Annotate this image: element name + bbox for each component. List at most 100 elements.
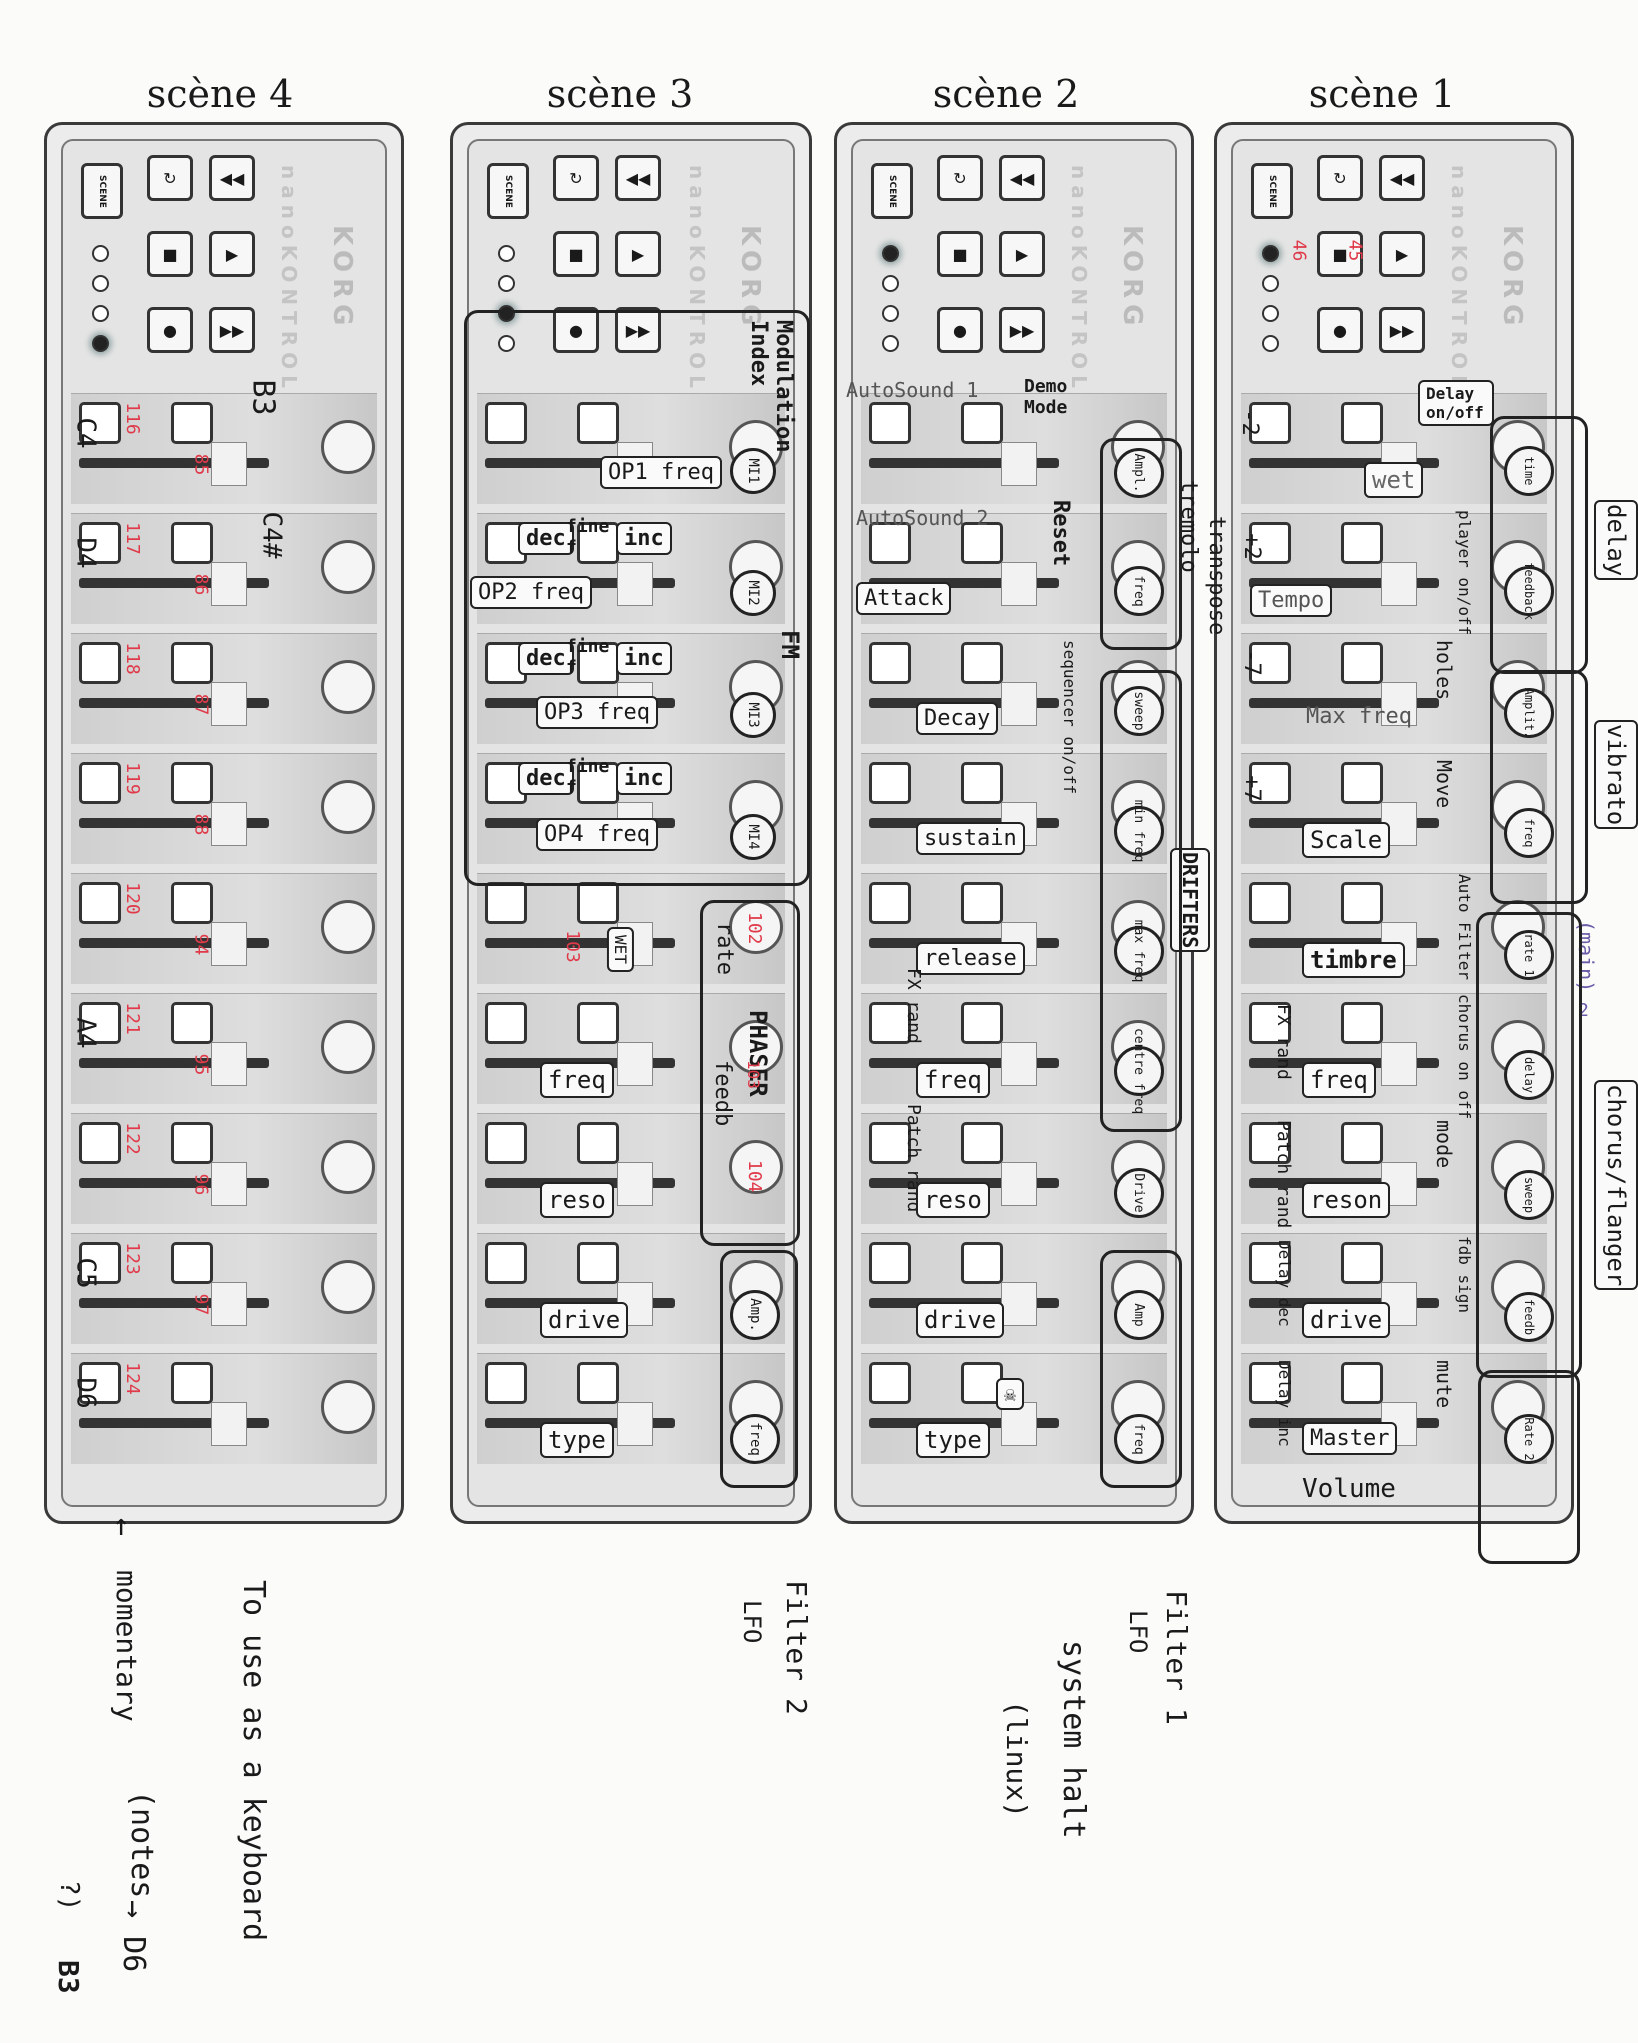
fader-handle[interactable]: [617, 1042, 653, 1086]
fader-handle[interactable]: [211, 1042, 247, 1086]
channel-knob[interactable]: [321, 1020, 375, 1074]
channel-button-a[interactable]: [79, 1122, 121, 1164]
transport-button-stop[interactable]: ■: [147, 231, 193, 277]
channel-button-a[interactable]: [869, 1362, 911, 1404]
channel-knob[interactable]: [321, 900, 375, 954]
fader-handle[interactable]: [211, 922, 247, 966]
channel-button-b[interactable]: [1341, 1122, 1383, 1164]
channel-button-a[interactable]: [79, 882, 121, 924]
transport-button-forward[interactable]: ▶▶: [1379, 307, 1425, 353]
fader-handle[interactable]: [617, 1402, 653, 1446]
transport-button-rewind[interactable]: ◀◀: [615, 155, 661, 201]
channel-button-a[interactable]: [79, 762, 121, 804]
channel-button-b[interactable]: [171, 642, 213, 684]
channel-button-a[interactable]: [869, 642, 911, 684]
channel-button-b[interactable]: [171, 882, 213, 924]
fader-handle[interactable]: [1001, 1162, 1037, 1206]
transport-button-forward[interactable]: ▶▶: [209, 307, 255, 353]
channel-button-a[interactable]: [485, 1362, 527, 1404]
channel-button-a[interactable]: [485, 1122, 527, 1164]
channel-button-a[interactable]: [869, 1242, 911, 1284]
transport-button-rewind[interactable]: ◀◀: [209, 155, 255, 201]
channel-knob[interactable]: [321, 1380, 375, 1434]
transport-button-play[interactable]: ▶: [1379, 231, 1425, 277]
transport-button-rewind[interactable]: ◀◀: [1379, 155, 1425, 201]
channel-button-b[interactable]: [171, 522, 213, 564]
transport-button-loop[interactable]: ↻: [147, 155, 193, 201]
fader-handle[interactable]: [211, 1162, 247, 1206]
channel-button-b[interactable]: [577, 1122, 619, 1164]
channel-knob[interactable]: [321, 540, 375, 594]
channel-button-a[interactable]: [485, 1002, 527, 1044]
channel-button-a[interactable]: [485, 882, 527, 924]
fader-handle[interactable]: [1001, 442, 1037, 486]
fader-handle[interactable]: [211, 442, 247, 486]
channel-button-b[interactable]: [961, 882, 1003, 924]
transport-button-record[interactable]: ●: [937, 307, 983, 353]
channel-button-b[interactable]: [961, 402, 1003, 444]
transport-button-play[interactable]: ▶: [615, 231, 661, 277]
fader-handle[interactable]: [1381, 1042, 1417, 1086]
fader-handle[interactable]: [211, 1402, 247, 1446]
channel-button-a[interactable]: [869, 882, 911, 924]
transport-button-stop[interactable]: ■: [937, 231, 983, 277]
channel-button-a[interactable]: [485, 1242, 527, 1284]
channel-button-a[interactable]: [869, 402, 911, 444]
fader-handle[interactable]: [1381, 562, 1417, 606]
channel-button-b[interactable]: [961, 1122, 1003, 1164]
fader-handle[interactable]: [211, 682, 247, 726]
transport-button-record[interactable]: ●: [1317, 307, 1363, 353]
transport-button-record[interactable]: ●: [147, 307, 193, 353]
fader-handle[interactable]: [1001, 1282, 1037, 1326]
channel-knob[interactable]: [321, 1260, 375, 1314]
fader-handle[interactable]: [1001, 1042, 1037, 1086]
transport-button-forward[interactable]: ▶▶: [999, 307, 1045, 353]
scene-button[interactable]: SCENE: [81, 163, 123, 219]
channel-button-b[interactable]: [171, 1362, 213, 1404]
channel-button-a[interactable]: [1249, 882, 1291, 924]
channel-button-b[interactable]: [1341, 882, 1383, 924]
transport-button-stop[interactable]: ■: [553, 231, 599, 277]
transport-button-loop[interactable]: ↻: [937, 155, 983, 201]
fader-handle[interactable]: [211, 562, 247, 606]
channel-button-b[interactable]: [171, 1242, 213, 1284]
channel-button-b[interactable]: [961, 762, 1003, 804]
channel-knob[interactable]: [321, 420, 375, 474]
transport-button-play[interactable]: ▶: [999, 231, 1045, 277]
channel-button-b[interactable]: [171, 762, 213, 804]
channel-button-b[interactable]: [1341, 762, 1383, 804]
fader-handle[interactable]: [617, 1162, 653, 1206]
channel-button-b[interactable]: [171, 402, 213, 444]
fader-handle[interactable]: [211, 1282, 247, 1326]
transport-button-rewind[interactable]: ◀◀: [999, 155, 1045, 201]
channel-button-a[interactable]: [79, 642, 121, 684]
scene-button[interactable]: SCENE: [871, 163, 913, 219]
channel-button-b[interactable]: [1341, 522, 1383, 564]
channel-button-b[interactable]: [1341, 1002, 1383, 1044]
transport-button-play[interactable]: ▶: [209, 231, 255, 277]
channel-button-b[interactable]: [1341, 1242, 1383, 1284]
channel-button-b[interactable]: [577, 1362, 619, 1404]
transport-button-loop[interactable]: ↻: [553, 155, 599, 201]
fader-handle[interactable]: [211, 802, 247, 846]
channel-button-b[interactable]: [961, 1242, 1003, 1284]
channel-button-b[interactable]: [171, 1122, 213, 1164]
channel-button-b[interactable]: [961, 642, 1003, 684]
scene-button[interactable]: SCENE: [1251, 163, 1293, 219]
channel-button-b[interactable]: [577, 1242, 619, 1284]
channel-knob[interactable]: [321, 660, 375, 714]
transport-button-loop[interactable]: ↻: [1317, 155, 1363, 201]
fader-handle[interactable]: [1001, 562, 1037, 606]
channel-button-b[interactable]: [1341, 402, 1383, 444]
channel-knob[interactable]: [321, 1140, 375, 1194]
channel-button-b[interactable]: [577, 1002, 619, 1044]
channel-button-b[interactable]: [1341, 642, 1383, 684]
channel-button-b[interactable]: [577, 882, 619, 924]
channel-button-a[interactable]: [869, 762, 911, 804]
fader-handle[interactable]: [1001, 682, 1037, 726]
scene-button[interactable]: SCENE: [487, 163, 529, 219]
channel-button-b[interactable]: [1341, 1362, 1383, 1404]
channel-button-b[interactable]: [171, 1002, 213, 1044]
channel-knob[interactable]: [321, 780, 375, 834]
channel-button-b[interactable]: [961, 1002, 1003, 1044]
